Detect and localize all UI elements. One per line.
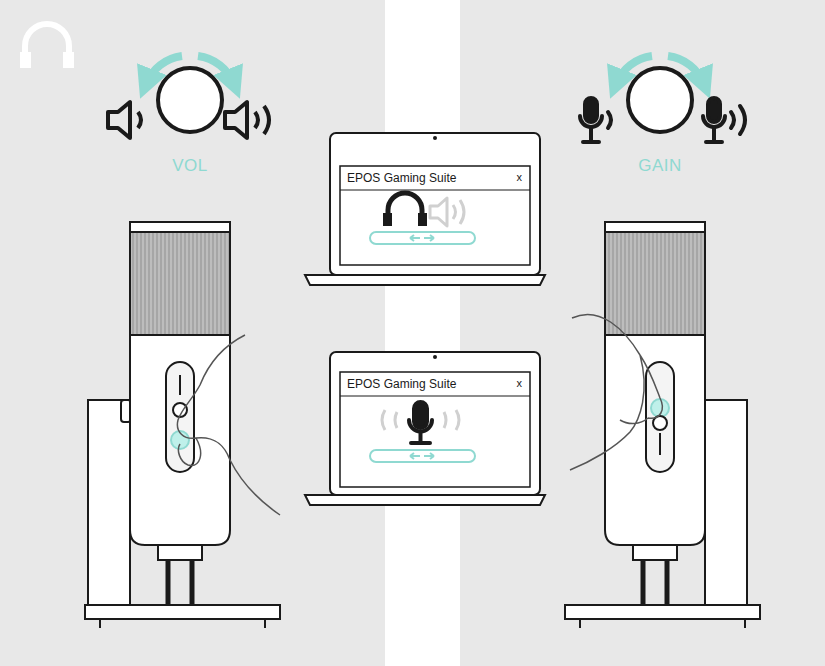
app-window: EPOS Gaming Suite x [340, 372, 530, 487]
speaker-low-icon [108, 102, 141, 138]
mic-high-icon [703, 98, 745, 142]
laptop-top [305, 133, 545, 285]
gain-knob [616, 56, 704, 132]
right-microphone [565, 222, 760, 628]
speaker-high-icon [225, 102, 269, 138]
window-title: EPOS Gaming Suite [347, 171, 456, 185]
right-panel [460, 0, 825, 666]
app-slider [370, 450, 475, 462]
volume-knob [146, 56, 234, 132]
window-title: EPOS Gaming Suite [347, 377, 456, 391]
right-hand [570, 314, 662, 470]
app-window: EPOS Gaming Suite x [340, 166, 530, 265]
close-button: x [517, 377, 523, 389]
app-mic-waves [382, 410, 459, 430]
control-label: GAIN [638, 156, 682, 176]
close-button: x [517, 171, 523, 183]
mic-low-icon [580, 98, 611, 142]
laptop-bottom [305, 352, 545, 505]
app-headphone-icon [388, 193, 422, 224]
left-hand [177, 335, 280, 515]
app-speaker-icon [430, 198, 464, 226]
left-microphone [85, 222, 280, 628]
headphone-icon [25, 24, 69, 66]
app-slider [370, 232, 475, 244]
app-mic-icon [409, 402, 432, 443]
left-panel [0, 0, 385, 666]
control-label: VOL [172, 156, 208, 176]
